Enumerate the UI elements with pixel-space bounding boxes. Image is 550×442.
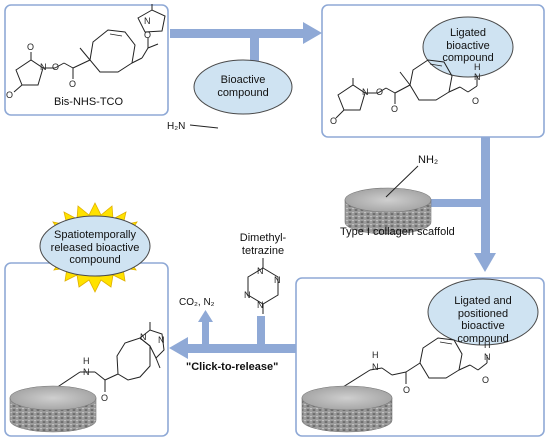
atom-n: N xyxy=(274,275,281,285)
label-collagen-scaffold: Type I collagen scaffold xyxy=(340,226,455,238)
atom-n: N xyxy=(83,367,90,377)
label-byproducts: CO₂, N₂ xyxy=(179,297,215,308)
atom-h: H xyxy=(474,62,481,72)
structure-dimethyl-tetrazine xyxy=(247,258,279,314)
ellipse-bioactive-compound xyxy=(193,59,293,115)
label-amine-nh2: NH₂ xyxy=(418,154,439,166)
label-bioactive-compound: Bioactive compound xyxy=(217,74,269,99)
atom-h: H xyxy=(372,350,379,360)
atom-n: N xyxy=(158,335,165,345)
arrow-bottom-branch xyxy=(257,316,265,346)
label-ligated-compound: Ligated bioactive compound xyxy=(442,27,494,65)
atom-n: N xyxy=(257,266,264,276)
atom-n: N xyxy=(362,87,369,97)
ellipse-released xyxy=(39,215,151,277)
atom-o: O xyxy=(101,393,109,403)
structure-ligated-compound xyxy=(335,59,478,119)
label-bis-nhs-tco: Bis-NHS-TCO xyxy=(54,96,124,108)
atom-o: O xyxy=(403,385,411,395)
box-bis-nhs-tco xyxy=(4,4,169,116)
atom-n: N xyxy=(144,16,151,26)
atom-n: N xyxy=(474,72,481,82)
arrow-top-shaft xyxy=(170,29,305,38)
atom-n: N xyxy=(140,332,147,342)
atom-o: O xyxy=(376,87,384,97)
atom-n: N xyxy=(244,290,251,300)
atom-n: N xyxy=(257,300,264,310)
arrow-right-shaft xyxy=(481,137,490,255)
arrow-release-head xyxy=(198,310,213,322)
arrow-bottom-head xyxy=(169,337,188,359)
arrow-top-branch xyxy=(250,36,259,76)
atom-n: N xyxy=(372,362,379,372)
ellipse-ligated-positioned xyxy=(427,278,539,346)
atom-h: H xyxy=(484,340,491,350)
atom-n: N xyxy=(40,62,47,72)
arrow-top-head xyxy=(303,22,322,44)
atom-h: H xyxy=(83,356,90,366)
collagen-scaffold-positioned xyxy=(301,385,393,433)
arrow-release-shaft xyxy=(202,320,209,346)
structure-bis-nhs-tco xyxy=(13,4,166,93)
atom-o: O xyxy=(482,375,490,385)
arrow-right-branch xyxy=(430,199,484,207)
atom-o: O xyxy=(27,42,35,52)
atom-o: O xyxy=(144,30,152,40)
collagen-scaffold-middle xyxy=(344,165,432,235)
label-dimethyl-tetrazine: Dimethyl-tetrazine xyxy=(239,232,287,257)
box-ligated-compound xyxy=(321,4,545,138)
atom-o: O xyxy=(69,79,77,89)
label-ligated-positioned: Ligated and positioned bioactive compoun… xyxy=(454,295,512,345)
atom-o: O xyxy=(6,90,14,100)
structure-ligated-positioned xyxy=(334,337,488,393)
arrow-bottom-shaft xyxy=(186,344,296,353)
collagen-scaffold-released xyxy=(9,385,97,433)
atom-o: O xyxy=(391,104,399,114)
flow-arrows xyxy=(169,22,496,359)
atom-o: O xyxy=(472,96,480,106)
atom-o: O xyxy=(330,116,338,126)
atom-n: N xyxy=(484,352,491,362)
arrow-right-head xyxy=(474,253,496,272)
label-released-compound: Spatiotemporally released bioactive comp… xyxy=(50,229,140,267)
ellipse-ligated-compound xyxy=(422,16,514,78)
label-click-to-release: "Click-to-release" xyxy=(186,361,279,373)
amine-bond-bioactive xyxy=(189,124,219,129)
atom-o: O xyxy=(52,62,60,72)
label-amine-h2n: H₂N xyxy=(167,121,186,132)
